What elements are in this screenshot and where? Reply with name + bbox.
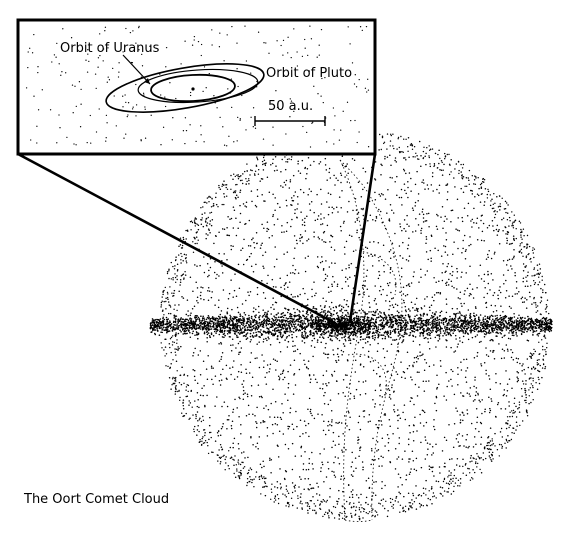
pluto-label: Orbit of Pluto (266, 66, 352, 81)
uranus-label: Orbit of Uranus (60, 41, 160, 56)
zoom-line-left (18, 154, 333, 322)
scale-label: 50 a.u. (268, 99, 313, 114)
sun-dot (191, 87, 194, 90)
figure-caption: The Oort Comet Cloud (23, 492, 169, 507)
